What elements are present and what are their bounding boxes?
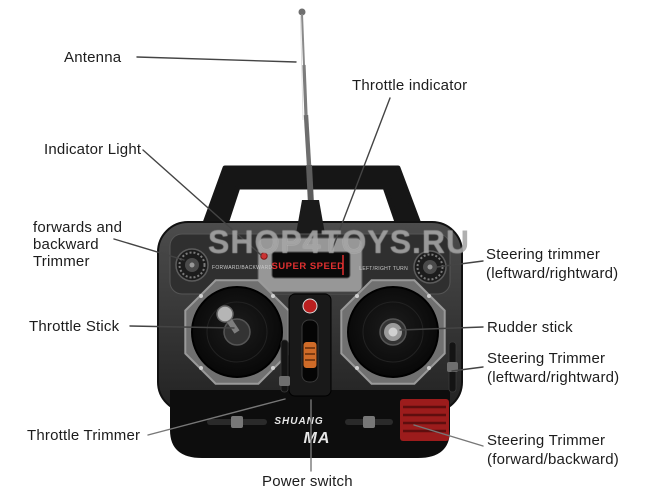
power-switch-label: Power switch [262,473,353,490]
label-line: Trimmer [33,253,90,270]
antenna-mount [296,200,325,234]
steering-top-line [436,260,484,268]
rudder-stick-line [399,326,484,331]
indicator-light-line [142,149,262,256]
display-text: SUPER SPEED [271,261,344,272]
throttle-indicator-label: Throttle indicator [352,77,468,94]
steering-mid-line [451,366,484,372]
label-line: (leftward/rightward) [487,369,620,386]
steering-trimmer-top-label: Steering trimmer (leftward/rightward) [486,245,618,283]
throttle-trimmer-line [147,398,286,436]
steering-trimmer-dial: LEFT/RIGHT TURN [359,250,447,284]
forwards-backward-trimmer-dial: FORWARD/BACKWARD [175,248,273,282]
throttle-trimmer-slider [279,339,290,393]
label-line: Steering Trimmer [487,432,606,449]
right-dial-caption: LEFT/RIGHT TURN [359,266,408,272]
brand-text-line2: MA [304,430,331,447]
antenna-graphic [298,8,315,225]
label-line: forwards and [33,219,123,236]
forwards-backward-trimmer-label: forwards and backward Trimmer [33,219,122,270]
label-line: Steering trimmer [486,246,601,263]
steering-bottom-line [413,424,484,447]
throttle-stick-graphic [184,279,290,385]
fwd-bwd-trimmer-line [113,238,185,261]
power-switch-graphic [288,293,332,397]
steering-trimmer-mid-label: Steering Trimmer (leftward/rightward) [487,349,619,387]
rudder-stick-label: Rudder stick [487,319,573,336]
label-line: (forward/backward) [487,451,619,468]
antenna-label: Antenna [64,49,122,66]
indicator-light-led [260,252,268,260]
leader-lines [113,56,484,472]
label-line: backward [33,236,99,253]
throttle-trimmer-label: Throttle Trimmer [27,427,141,444]
label-line: (leftward/rightward) [486,265,619,282]
center-logo [302,298,318,314]
rudder-stick-graphic [340,279,446,385]
base-section [170,390,450,458]
throttle-indicator-display: SUPER SPEED [271,251,351,279]
brand-text-line1: SHUANG [274,416,323,427]
steering-trimmer-fb-block [400,399,449,441]
throttle-indicator-line [331,97,391,251]
indicator-light-label: Indicator Light [44,141,142,158]
antenna-line [136,56,297,63]
throttle-stick-line [129,325,235,329]
left-dial-caption: FORWARD/BACKWARD [212,265,273,271]
steering-trimmer-bottom-label: Steering Trimmer (forward/backward) [487,431,619,469]
label-line: Steering Trimmer [487,350,606,367]
watermark: SHOP4TOYS.RU [208,224,471,260]
lower-trim-sliders [207,416,393,428]
steering-trimmer-lr-slider [447,341,458,393]
throttle-stick-label: Throttle Stick [29,318,120,335]
